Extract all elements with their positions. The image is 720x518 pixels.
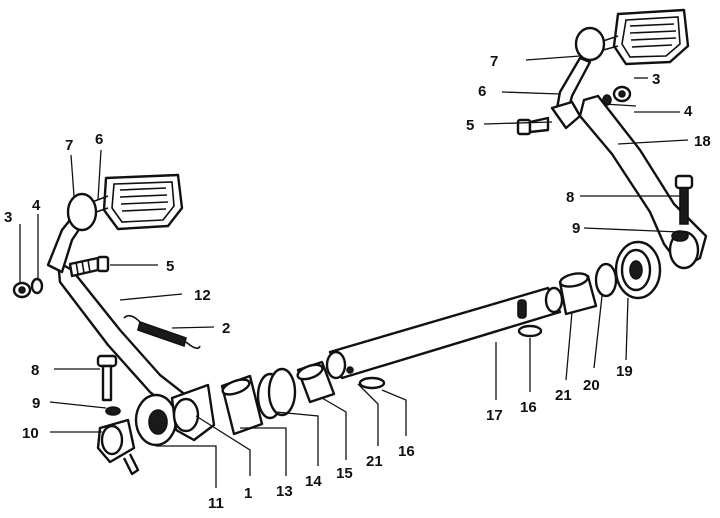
left-shaft-key: [358, 376, 386, 390]
callout-4-right: 4: [684, 103, 693, 120]
callout-2: 2: [222, 320, 230, 337]
left-clamp: [96, 418, 140, 476]
callout-18: 18: [694, 133, 711, 150]
callout-13: 13: [276, 483, 293, 500]
left-washer: [30, 277, 44, 295]
leader-lines: [19, 55, 689, 488]
callout-21-left: 21: [366, 453, 383, 470]
left-pad-collar: [66, 192, 98, 232]
right-pedal-lever: [550, 100, 582, 130]
callout-19: 19: [616, 363, 633, 380]
right-pad-collar: [574, 26, 606, 62]
callout-16-right: 16: [520, 399, 537, 416]
main-shaft: [325, 286, 564, 380]
left-bolt: [68, 255, 110, 278]
left-pedal-assembly: [12, 173, 216, 476]
right-ring: [594, 262, 618, 298]
left-pedal-hub: [170, 383, 216, 442]
right-shaft-key: [517, 324, 543, 338]
callout-16-left: 16: [398, 443, 415, 460]
callout-8-left: 8: [31, 362, 39, 379]
left-ring-outer: [267, 367, 297, 417]
callout-9-right: 9: [572, 220, 580, 237]
callout-6-right: 6: [478, 83, 486, 100]
callout-15: 15: [336, 465, 353, 482]
callout-9-left: 9: [32, 395, 40, 412]
callout-5-right: 5: [466, 117, 474, 134]
callout-3-left: 3: [4, 209, 12, 226]
callout-7-left: 7: [65, 137, 73, 154]
right-lock-washer: [671, 230, 689, 242]
callout-6-left: 6: [95, 131, 103, 148]
callout-8-right: 8: [566, 189, 574, 206]
callout-17: 17: [486, 407, 503, 424]
left-clamp-bolt: [96, 354, 118, 402]
right-clamp-bolt: [674, 174, 694, 225]
callout-11: 11: [208, 495, 224, 512]
callout-14: 14: [305, 473, 322, 490]
callout-7-right: 7: [490, 53, 498, 70]
callout-5-left: 5: [166, 258, 174, 275]
right-bolt: [516, 116, 550, 136]
callout-20: 20: [583, 377, 600, 394]
left-lock-washer: [105, 406, 121, 416]
callout-3-right: 3: [652, 71, 660, 88]
right-pedal-assembly: [516, 8, 708, 270]
return-spring: [123, 314, 201, 350]
right-washer: [602, 94, 612, 106]
callout-labels: 3 4 7 6 5 12 2 8 9 10 11 1 13 14 15 21 1…: [4, 53, 711, 512]
callout-10: 10: [22, 425, 39, 442]
callout-21-right: 21: [555, 387, 572, 404]
callout-12: 12: [194, 287, 211, 304]
right-pedal-pad: [593, 8, 690, 66]
right-bushing: [614, 240, 662, 300]
left-bushing: [134, 393, 178, 447]
callout-4-left: 4: [32, 197, 41, 214]
callout-1: 1: [244, 485, 252, 502]
shaft-assembly: [220, 240, 662, 436]
